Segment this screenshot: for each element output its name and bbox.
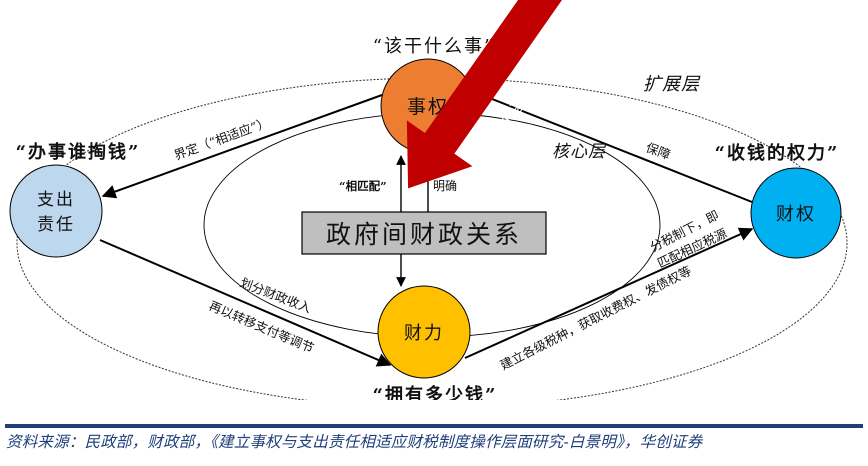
layer-label-outer: 扩展层 xyxy=(643,74,701,95)
node-zhichu-label-line2: 责任 xyxy=(37,215,75,235)
edge-caili-to-caiquan xyxy=(464,227,754,359)
footer-rule xyxy=(5,424,863,428)
edge-label-jianli: 建立各级税种，获取收费权、发债权等 xyxy=(498,263,694,373)
node-shiquan-label: 事权 xyxy=(407,96,449,118)
edge-label-baozhang: 保障 xyxy=(644,140,673,163)
caption-caiquan: “收钱的权力” xyxy=(715,142,840,164)
edge-label-xiangpipei: “相匹配” xyxy=(339,179,387,193)
node-zhichu-label-line1: 支出 xyxy=(37,190,75,210)
edge-label-mingque: 明确 xyxy=(433,179,457,193)
center-box-label: 政府间财政关系 xyxy=(326,220,522,249)
fiscal-relations-diagram: 政府间财政关系 事权 支出 责任 财权 财力 “该干什么事” “办事谁掏钱” “… xyxy=(9,0,848,400)
caption-shiquan: “该干什么事” xyxy=(373,36,495,57)
node-caiquan-label: 财权 xyxy=(776,204,816,225)
caption-zhichu: “办事谁掏钱” xyxy=(16,141,141,163)
four-elements-banner-arrow xyxy=(406,0,567,189)
node-caili-label: 财力 xyxy=(404,323,444,344)
edge-shiquan-to-zhichu xyxy=(101,94,383,199)
caption-caili: “拥有多少钱” xyxy=(373,384,498,400)
node-caiquan xyxy=(750,167,842,259)
node-caili xyxy=(377,285,471,379)
source-note: 资料来源：民政部，财政部，《建立事权与支出责任相适应财税制度操作层面研究-白景明… xyxy=(6,433,703,451)
edge-caiquan-to-shiquan xyxy=(470,89,753,203)
edge-label-huafen: 划分财政收入 xyxy=(238,275,314,316)
layer-label-inner: 核心层 xyxy=(552,142,607,162)
edge-label-jieding: 界定（“相适应”） xyxy=(172,114,271,162)
center-box xyxy=(301,211,547,255)
edge-zhichu-to-caili xyxy=(99,239,392,367)
node-zhichu xyxy=(9,164,103,258)
outer-layer-ellipse xyxy=(16,77,848,400)
